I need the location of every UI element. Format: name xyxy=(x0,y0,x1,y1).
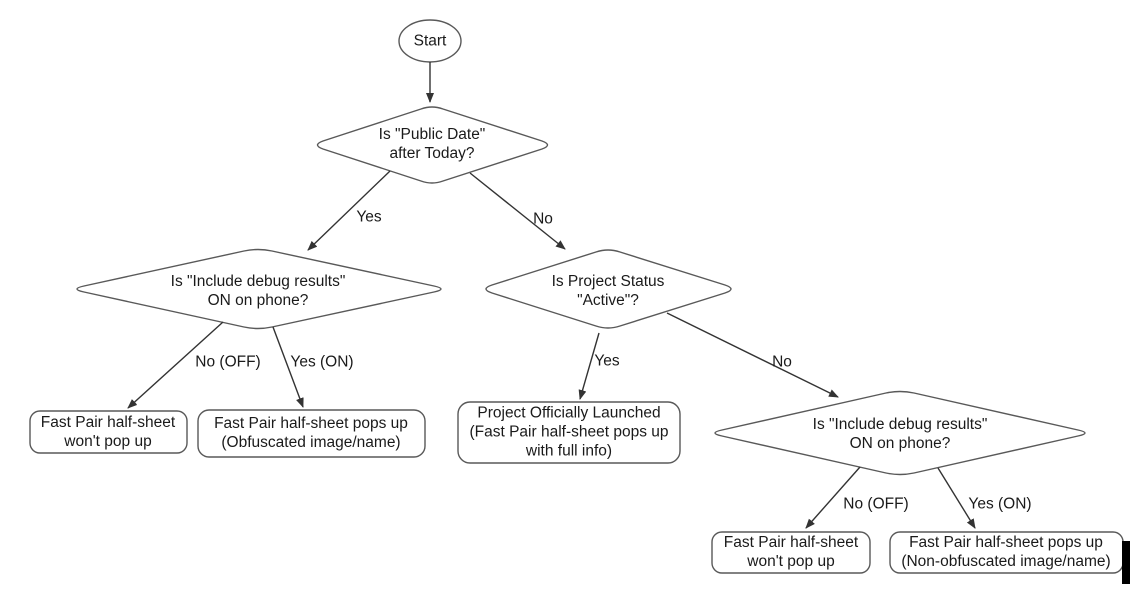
text-line: ON on phone? xyxy=(207,292,309,309)
arrow-project-status-yes xyxy=(578,332,600,400)
debug-right-decision-label: Is "Include debug results" ON on phone? xyxy=(813,415,988,453)
text-line: Fast Pair half-sheet xyxy=(40,414,176,431)
edge-label-public-date-no: No xyxy=(533,210,553,228)
edge-label-debug-left-yes: Yes (ON) xyxy=(290,353,354,371)
arrow-debug-left-yes xyxy=(272,326,304,408)
edge-label-project-status-yes: Yes xyxy=(594,352,620,370)
text-line: ON on phone? xyxy=(849,435,951,452)
public-date-decision-label: Is "Public Date" after Today? xyxy=(379,125,486,163)
arrow-debug-left-no xyxy=(127,321,224,409)
debug-right-decision-shape xyxy=(714,390,1086,476)
arrow-debug-right-yes xyxy=(937,467,976,529)
left-yes-result-label: Fast Pair half-sheet pops up (Obfuscated… xyxy=(214,414,408,452)
text-line: (Non-obfuscated image/name) xyxy=(901,553,1111,570)
left-yes-result-shape xyxy=(197,409,426,458)
arrow-public-date-yes xyxy=(307,170,391,251)
debug-left-decision-shape xyxy=(76,248,442,330)
arrow-project-status-no xyxy=(666,312,839,398)
text-line: Fast Pair half-sheet pops up xyxy=(909,534,1103,551)
right-no-result-label: Fast Pair half-sheet won't pop up xyxy=(724,533,858,571)
launched-result-shape xyxy=(457,401,681,464)
text-line: with full info) xyxy=(525,442,613,460)
right-yes-result-label: Fast Pair half-sheet pops up (Non-obfusc… xyxy=(901,533,1110,571)
text-line: Fast Pair half-sheet xyxy=(723,534,859,551)
text-line: Is "Include debug results" xyxy=(170,273,346,290)
project-status-decision-shape xyxy=(485,249,732,329)
text-line: Is "Include debug results" xyxy=(812,416,988,433)
launched-result-label: Project Officially Launched (Fast Pair h… xyxy=(469,404,668,461)
text-line: won't pop up xyxy=(64,433,152,450)
text-line: after Today? xyxy=(389,145,475,162)
public-date-decision-shape xyxy=(316,106,549,184)
text-line: Is "Public Date" xyxy=(378,126,486,143)
start-node-label: Start xyxy=(413,32,447,50)
text-line: won't pop up xyxy=(747,553,835,570)
left-no-result-shape xyxy=(29,410,188,454)
text-line: "Active"? xyxy=(577,292,639,309)
text-line: (Fast Pair half-sheet pops up xyxy=(469,423,669,441)
debug-left-decision-label: Is "Include debug results" ON on phone? xyxy=(171,272,346,310)
text-line: Project Officially Launched xyxy=(477,404,661,422)
text-line: Is Project Status xyxy=(551,273,665,290)
arrow-debug-right-no xyxy=(805,466,861,529)
right-no-result-shape xyxy=(711,531,871,574)
edge-label-project-status-no: No xyxy=(772,353,792,371)
text-cursor-artifact xyxy=(1122,541,1130,584)
edge-label-debug-right-yes: Yes (ON) xyxy=(968,495,1032,513)
edge-label-public-date-yes: Yes xyxy=(356,208,382,226)
text-line: Fast Pair half-sheet pops up xyxy=(214,415,408,432)
left-no-result-label: Fast Pair half-sheet won't pop up xyxy=(41,413,175,451)
arrow-public-date-no xyxy=(469,172,566,250)
text-line: (Obfuscated image/name) xyxy=(221,434,401,451)
project-status-decision-label: Is Project Status "Active"? xyxy=(552,272,665,310)
edge-label-debug-left-no: No (OFF) xyxy=(195,353,261,371)
edge-label-debug-right-no: No (OFF) xyxy=(843,495,909,513)
